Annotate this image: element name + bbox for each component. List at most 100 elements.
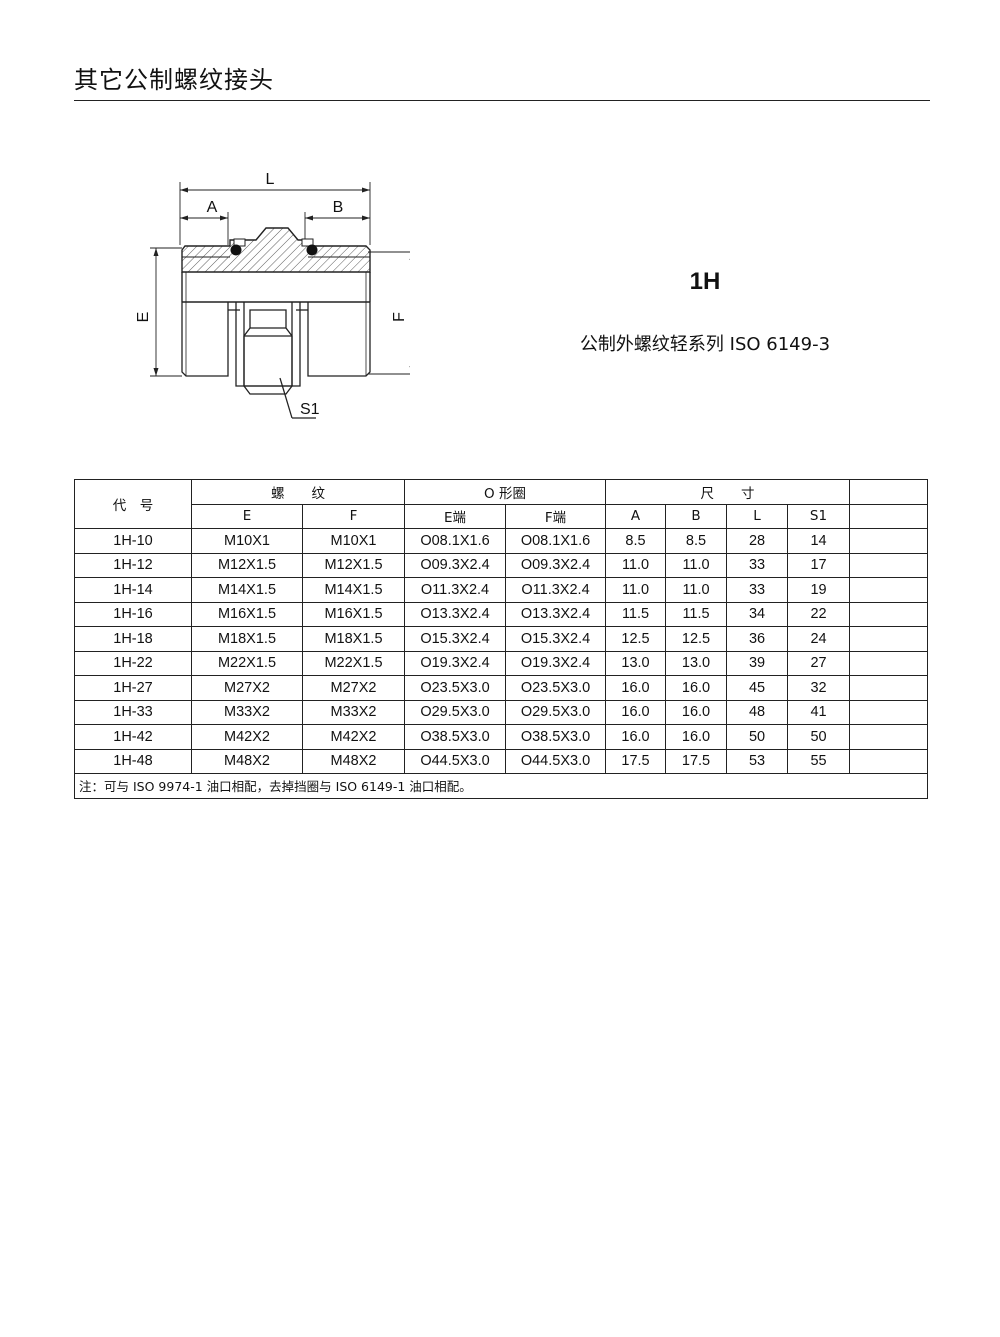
table-cell: 16.0 [665,699,728,725]
table-cell: 27 [787,650,851,676]
header-blank [849,479,929,505]
subheader-cell: A [605,503,667,529]
table-cell: O38.5X3.0 [504,724,607,750]
table-cell: 41 [787,699,851,725]
table-cell: 13.0 [605,650,667,676]
table-cell: O15.3X2.4 [504,626,607,652]
subheader-cell: F端 [504,503,607,529]
table-cell: 8.5 [665,528,728,554]
table-cell: 39 [726,650,789,676]
table-cell: M14X1.5 [302,577,405,603]
subheader-cell: S1 [787,503,851,529]
table-cell: M10X1 [302,528,405,554]
table-cell: M48X2 [302,748,405,774]
table-cell-blank [849,699,929,725]
table-cell: O15.3X2.4 [404,626,506,652]
table-cell: O23.5X3.0 [504,675,607,701]
table-cell: 28 [726,528,789,554]
table-cell: M27X2 [302,675,405,701]
table-note-row: 注：可与 ISO 9974-1 油口相配，去掉挡圈与 ISO 6149-1 油口… [73,773,929,799]
subheader-blank [849,503,929,529]
label-b: B [333,199,344,216]
series-subtitle: 公制外螺纹轻系列 ISO 6149-3 [579,334,831,355]
table-cell: O09.3X2.4 [504,552,607,578]
header-code: 代 号 [74,479,192,529]
table-cell: 1H-18 [74,626,192,652]
table-cell: 8.5 [605,528,667,554]
table-cell: 11.0 [665,577,728,603]
label-a: A [207,199,218,216]
table-cell: 33 [726,577,789,603]
subheader-cell: B [665,503,728,529]
table-cell: O13.3X2.4 [404,601,506,627]
table-cell: 22 [787,601,851,627]
table-cell: O44.5X3.0 [404,748,506,774]
table-cell: M33X2 [302,699,405,725]
table-cell: 17.5 [605,748,667,774]
table-cell: O08.1X1.6 [404,528,506,554]
table-cell: 11.5 [665,601,728,627]
table-cell: 1H-27 [74,675,192,701]
table-cell: 16.0 [665,675,728,701]
table-cell: O29.5X3.0 [404,699,506,725]
table-subheader-row: E F E端 F端 A B L S1 [75,503,929,529]
label-s1: S1 [300,401,320,418]
table-cell: 1H-42 [74,724,192,750]
table-cell-blank [849,626,929,652]
table-cell: M18X1.5 [302,626,405,652]
table-cell: 17.5 [665,748,728,774]
oring-groove-right [301,238,314,247]
table-cell-blank [849,552,929,578]
table-cell: 1H-14 [74,577,192,603]
table-cell: O13.3X2.4 [504,601,607,627]
table-cell: O08.1X1.6 [504,528,607,554]
table-cell: M33X2 [191,699,303,725]
table-cell: M42X2 [302,724,405,750]
table-cell: O19.3X2.4 [504,650,607,676]
table-cell: 1H-22 [74,650,192,676]
table-note: 注：可与 ISO 9974-1 油口相配，去掉挡圈与 ISO 6149-1 油口… [73,773,929,799]
table-cell: 50 [787,724,851,750]
subheader-cell: E端 [404,503,506,529]
table-cell: 1H-10 [74,528,192,554]
table-cell: M14X1.5 [191,577,303,603]
table-cell: 19 [787,577,851,603]
table-cell: O11.3X2.4 [404,577,506,603]
table-cell: 12.5 [665,626,728,652]
table-cell: 1H-48 [74,748,192,774]
subheader-cell: L [726,503,789,529]
table-cell-blank [849,675,929,701]
page-title: 其它公制螺纹接头 [74,66,274,94]
table-cell: 13.0 [665,650,728,676]
table-cell: 1H-12 [74,552,192,578]
model-code: 1H [689,268,721,295]
table-cell: 1H-33 [74,699,192,725]
oring-left [230,244,242,256]
table-cell: 34 [726,601,789,627]
subheader-cell: F [302,503,405,529]
table-cell: 16.0 [665,724,728,750]
label-f: F [391,312,408,322]
header-dims: 尺 寸 [605,479,851,505]
table-cell: 11.5 [605,601,667,627]
table-cell: 45 [726,675,789,701]
body-outline [181,302,371,419]
table-cell: M16X1.5 [302,601,405,627]
spec-table: 代 号 螺 纹 O 形圈 尺 寸 E F E端 F端 A B L S1 1H-1… [73,479,929,799]
table-cell: M18X1.5 [191,626,303,652]
table-cell: M16X1.5 [191,601,303,627]
table-cell-blank [849,650,929,676]
table-cell: 12.5 [605,626,667,652]
table-cell: 11.0 [605,577,667,603]
table-cell: M12X1.5 [302,552,405,578]
table-cell: 50 [726,724,789,750]
dimension-lines [150,182,410,377]
label-e: E [135,312,152,323]
table-cell: O44.5X3.0 [504,748,607,774]
